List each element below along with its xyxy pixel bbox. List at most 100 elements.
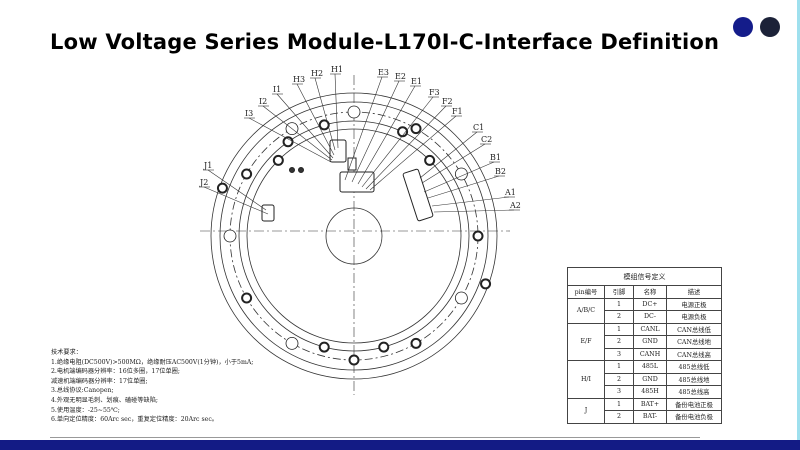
leader-line [433, 209, 515, 213]
mounting-hole [397, 126, 409, 138]
connector-label-j1: J1 [203, 161, 212, 170]
desc-cell: CAN总线地 [666, 335, 722, 349]
connector-j [261, 204, 275, 222]
desc-cell: 备份电池正极 [666, 397, 722, 411]
leader-line [419, 131, 478, 179]
pin-group-cell: E/F [567, 322, 605, 361]
connector-label-a2: A2 [509, 201, 521, 210]
name-cell: 485H [633, 385, 667, 399]
leader-line [431, 196, 510, 207]
mounting-hole [347, 105, 361, 119]
note-line: 1.绝缘电阻(DC500V)>500MΩ，绝缘耐压AC500V(1分钟)，小于5… [51, 358, 254, 366]
connector-small [347, 157, 357, 171]
leader-line [369, 115, 457, 191]
leader-line [357, 85, 416, 185]
leader-line [421, 143, 486, 184]
leader-line [248, 117, 332, 163]
note-line: 4.外观无明显毛刺、划痕、磕碰等缺陷; [51, 396, 158, 404]
leader-line [365, 105, 447, 190]
connector-label-h1: H1 [331, 65, 343, 74]
name-cell: GND [633, 335, 667, 349]
note-line: 2.电机端编码器分辨率：16位多圈，17位单圈; [51, 368, 180, 376]
mounting-hole [318, 341, 330, 353]
mounting-hole [318, 119, 330, 131]
desc-cell: CAN总线高 [666, 347, 722, 361]
leader-line [334, 73, 339, 149]
lead-cell: 2 [604, 335, 634, 349]
desc-cell: 485总线高 [666, 385, 722, 399]
page-title: Low Voltage Series Module-L170I-C-Interf… [50, 30, 720, 54]
mounting-hole [410, 337, 422, 349]
connector-label-f2: F2 [442, 97, 453, 106]
table-header-row: pin编号 引脚 名称 描述 [567, 285, 722, 299]
connector-label-e1: E1 [411, 77, 422, 86]
header-desc: 描述 [666, 285, 722, 299]
connector-label-h2: H2 [311, 69, 323, 78]
table-caption: 模组信号定义 [567, 267, 722, 286]
bottom-bar [0, 440, 800, 450]
connector-label-i3: I3 [245, 109, 253, 118]
name-cell: DC+ [633, 297, 667, 311]
mounting-hole [454, 291, 468, 305]
connector-label-a1: A1 [504, 188, 516, 197]
name-cell: CANL [633, 322, 667, 336]
header-name: 名称 [633, 285, 667, 299]
note-line: 6.单向定位精度：60Arc sec，重复定位精度：20Arc sec。 [51, 416, 218, 424]
connector-label-i2: I2 [259, 97, 267, 106]
mounting-hole [282, 136, 294, 148]
connector-a-b-c [402, 168, 434, 222]
connector-label-i1: I1 [273, 85, 281, 94]
mounting-hole [424, 154, 436, 166]
mounting-hole [223, 229, 237, 243]
connector-label-c1: C1 [473, 123, 484, 132]
name-cell: GND [633, 372, 667, 386]
leader-line [427, 175, 500, 199]
note-line: 5.使用温度：-25~55℃; [51, 406, 120, 414]
name-cell: DC- [633, 310, 667, 324]
leader-line [351, 80, 400, 183]
mounting-hole [472, 230, 484, 242]
header-lead: 引脚 [604, 285, 634, 299]
lead-cell: 1 [604, 360, 634, 374]
connector-label-j2: J2 [199, 178, 208, 187]
mounting-hole [241, 292, 253, 304]
edge-strip [797, 0, 800, 440]
connector-label-b1: B1 [490, 153, 501, 162]
leader-line [423, 161, 495, 193]
technical-requirements: 技术要求： 1.绝缘电阻(DC500V)>500MΩ，绝缘耐压AC500V(1分… [51, 348, 253, 425]
connector-label-h3: H3 [293, 75, 305, 84]
name-cell: CANH [633, 347, 667, 361]
lead-cell: 1 [604, 397, 634, 411]
desc-cell: 电源正极 [666, 297, 722, 311]
leader-line [344, 76, 383, 181]
divider [50, 437, 700, 438]
leader-line [314, 77, 336, 151]
decorative-dot-blue [733, 17, 753, 37]
leader-line [361, 96, 434, 188]
name-cell: BAT- [633, 410, 667, 424]
mounting-hole [285, 336, 299, 350]
mounting-hole [241, 168, 253, 180]
mounting-hole [216, 182, 228, 194]
connector-label-f1: F1 [452, 107, 463, 116]
desc-cell: 485总线低 [666, 360, 722, 374]
connector-label-e3: E3 [378, 68, 389, 77]
mounting-hole [480, 278, 492, 290]
mounting-hole [410, 123, 422, 135]
leader-line [262, 105, 333, 161]
desc-cell: 485总线地 [666, 372, 722, 386]
lead-cell: 2 [604, 372, 634, 386]
mounting-hole [378, 341, 390, 353]
leader-line [203, 186, 269, 215]
connector-label-c2: C2 [481, 135, 492, 144]
lead-cell: 2 [604, 410, 634, 424]
leader-line [296, 83, 335, 156]
lead-cell: 3 [604, 347, 634, 361]
desc-cell: 备份电池负极 [666, 410, 722, 424]
